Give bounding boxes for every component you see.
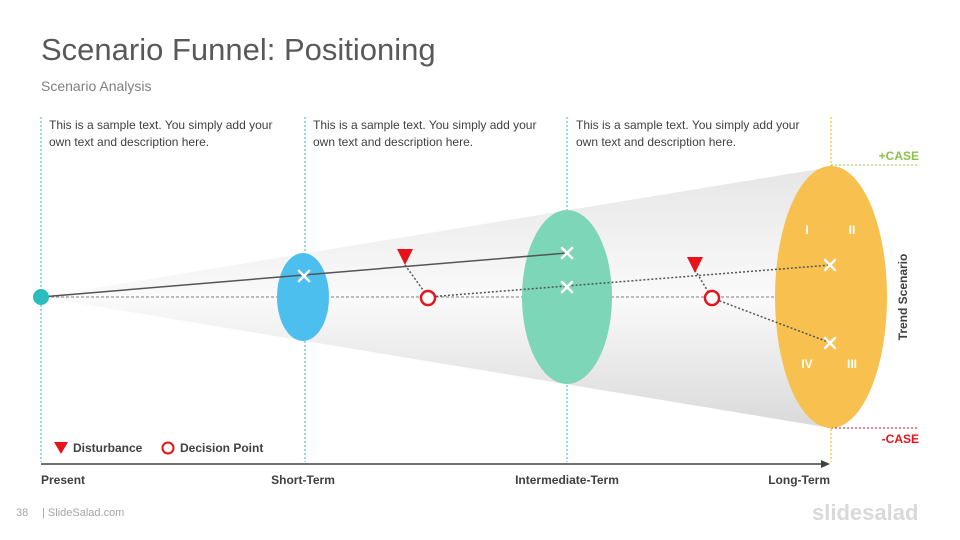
x-marker-long-term-lower <box>823 336 837 350</box>
timeline-label-short-term: Short-Term <box>271 473 335 487</box>
short-term-ellipse <box>277 253 329 341</box>
description-short-term: This is a sample text. You simply add yo… <box>313 118 537 149</box>
legend-disturbance-label: Disturbance <box>73 441 143 455</box>
minus-case-label: -CASE <box>882 432 919 446</box>
timeline-label-long-term: Long-Term <box>768 473 830 487</box>
decision-point-1 <box>419 289 437 307</box>
plus-case-label: +CASE <box>879 149 919 163</box>
description-present: This is a sample text. You simply add yo… <box>49 118 273 149</box>
disturbance-triangle-1 <box>397 249 413 265</box>
quadrant-label-ii: II <box>849 223 856 237</box>
quadrant-label-i: I <box>805 223 808 237</box>
alt-scenario-line <box>427 264 832 298</box>
disturbance-triangle-2 <box>687 257 703 273</box>
x-marker-intermediate-center <box>560 280 574 294</box>
x-marker-intermediate-upper <box>560 246 574 260</box>
page-subtitle: Scenario Analysis <box>41 78 152 94</box>
trend-scenario-label: Trend Scenario <box>896 254 910 341</box>
footer-site-link[interactable]: | SlideSalad.com <box>42 507 125 519</box>
page-title: Scenario Funnel: Positioning <box>41 32 436 67</box>
brand-logo: slidesalad <box>812 500 919 525</box>
branch-line <box>711 297 832 344</box>
x-marker-long-term-upper <box>823 258 837 272</box>
intermediate-term-ellipse <box>522 210 612 384</box>
page-number: 38 <box>16 507 29 519</box>
description-intermediate-term: This is a sample text. You simply add yo… <box>576 118 800 149</box>
legend-disturbance-icon <box>54 442 68 454</box>
quadrant-label-iii: III <box>847 357 857 371</box>
present-marker <box>33 289 49 305</box>
decision-point-2 <box>703 289 721 307</box>
long-term-ellipse <box>775 166 887 428</box>
legend-decision-label: Decision Point <box>180 441 263 455</box>
quadrant-label-iv: IV <box>801 357 812 371</box>
legend-decision-icon <box>161 441 175 455</box>
timeline-arrow-head <box>821 460 830 468</box>
x-marker-short-term <box>297 269 311 283</box>
disturbance-path-2 <box>694 269 713 299</box>
timeline-label-present: Present <box>41 473 85 487</box>
timeline-label-intermediate-term: Intermediate-Term <box>515 473 619 487</box>
